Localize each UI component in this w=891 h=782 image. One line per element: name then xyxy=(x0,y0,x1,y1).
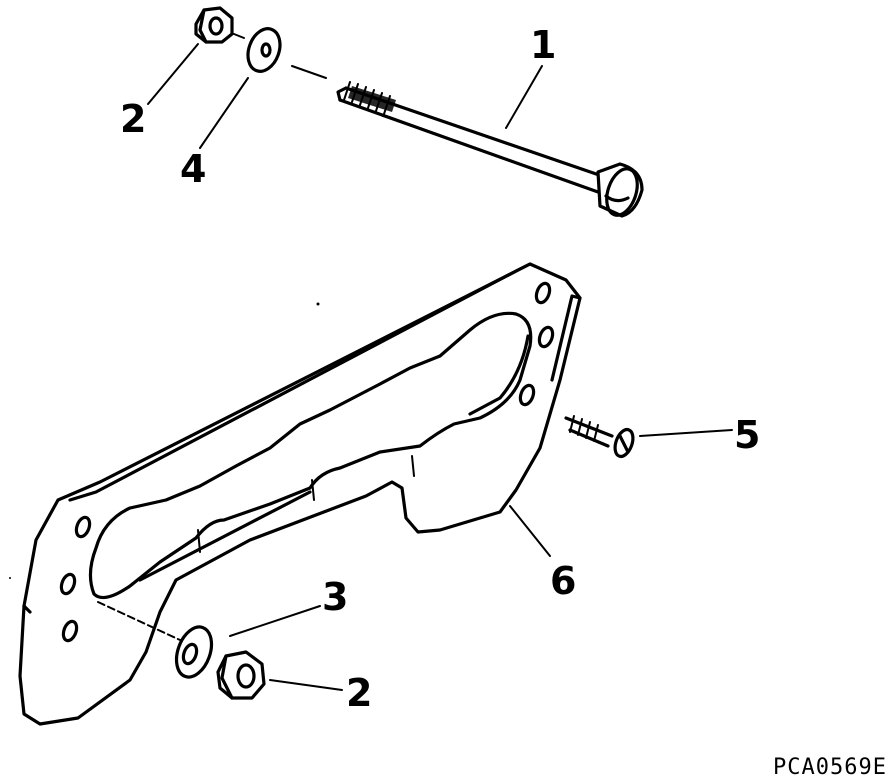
nut-bottom xyxy=(216,650,266,700)
callout-2-bottom: 2 xyxy=(346,671,372,715)
screw xyxy=(564,415,635,459)
leader-lines xyxy=(147,43,733,691)
washer-top xyxy=(246,27,282,73)
bolt xyxy=(336,81,644,218)
bracket-plate xyxy=(9,262,582,726)
callout-4: 4 xyxy=(180,147,206,191)
alignment-line-bottom xyxy=(97,601,181,641)
callout-1: 1 xyxy=(530,23,556,67)
figure-code: PCA0569E xyxy=(773,755,887,780)
nut-top xyxy=(194,6,234,44)
callout-6: 6 xyxy=(550,559,576,603)
callout-5: 5 xyxy=(734,413,760,457)
callout-2-top: 2 xyxy=(120,97,146,141)
alignment-line-top xyxy=(233,33,327,79)
washer-bottom xyxy=(174,625,214,679)
callout-3: 3 xyxy=(322,575,348,619)
